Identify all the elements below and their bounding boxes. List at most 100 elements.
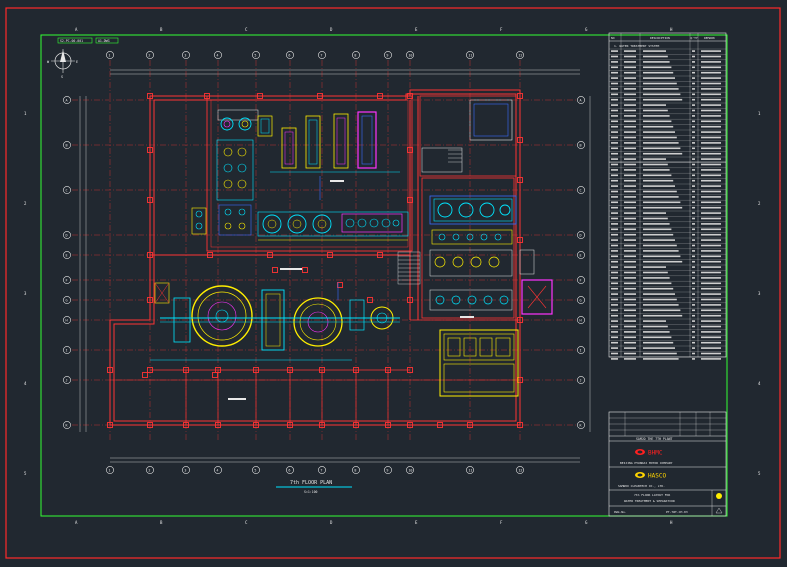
equipment-list-cell-qty bbox=[692, 331, 695, 333]
equipment-list-cell-remark bbox=[701, 55, 721, 58]
equipment-list-cell-qty bbox=[692, 142, 695, 144]
equipment-list-cell-description bbox=[643, 66, 672, 69]
equipment-list-cell-description bbox=[643, 228, 672, 231]
grid-bubble-top-3 bbox=[182, 51, 190, 59]
grid-bubble-bottom-10 bbox=[406, 466, 414, 474]
grid-label-top-8: 8 bbox=[354, 54, 356, 58]
annotation-tags bbox=[228, 180, 474, 400]
equipment-list-cell-description bbox=[643, 50, 666, 52]
grid-label-bottom-6: 6 bbox=[288, 469, 290, 473]
equipment-list-cell-tag bbox=[624, 142, 636, 144]
frame-zone-bottom-A: A bbox=[75, 520, 78, 525]
grid-bubble-bottom-3 bbox=[182, 466, 190, 474]
equipment-list-cell-qty bbox=[692, 228, 695, 231]
equipment-list-cell-qty bbox=[692, 98, 695, 101]
equipment-list-cell-description bbox=[643, 88, 679, 90]
equipment-list-cell-tag bbox=[624, 152, 636, 155]
equipment-list-cell-remark bbox=[701, 152, 721, 155]
equipment-list-cell-qty bbox=[692, 244, 695, 247]
lower-room-partitions bbox=[150, 369, 410, 425]
grid-bubble-right-H bbox=[577, 316, 585, 324]
equipment-list-cell-remark bbox=[701, 115, 721, 117]
grid-bubble-left-A bbox=[63, 96, 71, 104]
equipment-list-cell-qty bbox=[692, 163, 695, 166]
equipment-list-cell-tag bbox=[624, 196, 636, 198]
equipment-list-cell-description bbox=[643, 98, 683, 101]
grid-label-left-F: F bbox=[66, 279, 68, 283]
equipment-list-cell-no bbox=[611, 125, 618, 128]
drawing-tag-2: A1-DWG bbox=[98, 39, 110, 43]
equipment-list-cell-no bbox=[611, 320, 618, 322]
grid-bubble-right-B bbox=[577, 141, 585, 149]
plant-name: SAMJO THE 7TH PLANT bbox=[636, 437, 673, 441]
equipment-list-cell-description bbox=[643, 179, 674, 182]
frame-zone-bottom-D: D bbox=[330, 520, 333, 525]
equipment-list-cell-description bbox=[643, 174, 672, 177]
equipment-list-cell-qty bbox=[692, 82, 695, 85]
grid-label-top-2: 2 bbox=[148, 54, 150, 58]
equipment-list-cell-tag bbox=[624, 169, 636, 171]
equipment-list-cell-remark bbox=[701, 158, 721, 160]
equipment-list-cell-description bbox=[643, 358, 679, 360]
grid-label-right-K: K bbox=[580, 424, 583, 428]
equipment-list-cell-remark bbox=[701, 142, 721, 144]
equipment-list-cell-description bbox=[643, 147, 681, 150]
equipment-list-cell-remark bbox=[701, 341, 721, 344]
drawing-title-line-1: 7th FLOOR LAYOUT FOR bbox=[634, 493, 670, 497]
equipment-list-cell-no bbox=[611, 293, 618, 295]
structural-column bbox=[272, 267, 278, 273]
equipment-list-cell-qty bbox=[692, 358, 695, 360]
equipment-list-cell-remark bbox=[701, 61, 721, 63]
grid-bubble-bottom-2 bbox=[146, 466, 154, 474]
equipment-list-cell-no bbox=[611, 331, 618, 333]
structural-column bbox=[257, 93, 263, 99]
equipment-list-cell-no bbox=[611, 255, 618, 258]
grid-label-bottom-2: 2 bbox=[148, 469, 150, 473]
equipment-list-cell-tag bbox=[624, 309, 636, 312]
equipment-list-cell-qty bbox=[692, 314, 695, 317]
equipment-list-cell-qty bbox=[692, 304, 695, 306]
grid-label-bottom-8: 8 bbox=[354, 469, 356, 473]
equipment-list-cell-tag bbox=[624, 223, 636, 225]
equipment-list-cell-remark bbox=[701, 50, 721, 52]
equipment-list-cell-tag bbox=[624, 109, 636, 112]
grid-bubble-bottom-1 bbox=[106, 466, 114, 474]
equipment-list-cell-no bbox=[611, 304, 618, 306]
grid-bubble-right-G bbox=[577, 296, 585, 304]
equipment-list-cell-description bbox=[643, 282, 672, 285]
equipment-list-cell-description bbox=[643, 271, 668, 274]
sheet-border bbox=[5, 7, 781, 559]
contractor-name: SAMWOO CLEANTECH CO., LTD. bbox=[618, 484, 665, 488]
grid-label-right-C: C bbox=[580, 189, 582, 193]
equipment-list-cell-qty bbox=[692, 347, 695, 349]
equipment-list-cell-description bbox=[643, 152, 683, 155]
drawing-title-line-2: WATER TREATMENT & SEPARATION bbox=[624, 499, 675, 503]
frame-zone-top-D: D bbox=[330, 27, 333, 32]
equipment-list-cell-no bbox=[611, 266, 618, 268]
equipment-list-cell-qty bbox=[692, 71, 695, 74]
equipment-list-cell-tag bbox=[624, 136, 636, 139]
equipment-list-cell-no bbox=[611, 163, 618, 166]
grid-label-top-1: 1 bbox=[108, 54, 110, 58]
bhmc-logo-icon bbox=[635, 449, 645, 455]
grid-label-left-C: C bbox=[66, 189, 68, 193]
grid-label-top-9: 9 bbox=[386, 54, 388, 58]
grid-label-right-A: A bbox=[580, 99, 582, 103]
equipment-list-cell-description bbox=[643, 169, 670, 171]
equipment-list-cell-remark bbox=[701, 293, 721, 295]
grid-bubble-right-K bbox=[577, 421, 585, 429]
equipment-list-cell-no bbox=[611, 233, 618, 236]
equipment-list-cell-no bbox=[611, 136, 618, 139]
grid-label-top-12: 12 bbox=[518, 54, 522, 58]
equipment-list-cell-remark bbox=[701, 358, 721, 360]
equipment-list-cell-remark bbox=[701, 212, 721, 214]
equipment-list-cell-no bbox=[611, 169, 618, 171]
equipment-list-cell-tag bbox=[624, 115, 636, 117]
equipment-list-cell-no bbox=[611, 61, 618, 63]
grid-label-top-6: 6 bbox=[288, 54, 290, 58]
grid-bubble-top-1 bbox=[106, 51, 114, 59]
frame-zone-left-4: 4 bbox=[24, 381, 27, 386]
grid-bubble-bottom-4 bbox=[214, 466, 222, 474]
equipment-list-cell-description bbox=[643, 260, 683, 263]
